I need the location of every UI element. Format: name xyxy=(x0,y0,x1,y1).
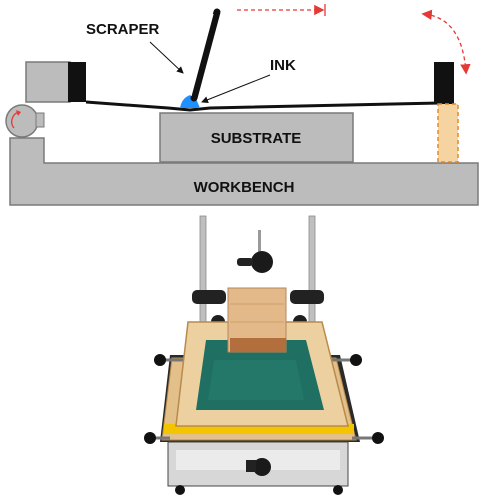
ink-pointer xyxy=(201,74,271,104)
right-handle-knob-icon xyxy=(350,354,362,366)
scraper-blade xyxy=(190,8,221,102)
left-post xyxy=(199,215,207,327)
screen-mesh xyxy=(85,100,441,112)
substrate-label: SUBSTRATE xyxy=(211,130,302,147)
hinge-wheel-icon xyxy=(5,104,45,138)
rotation-arrow-icon xyxy=(421,9,471,75)
workbench-label: WORKBENCH xyxy=(194,179,295,196)
front-knob-icon xyxy=(253,458,271,476)
right-post xyxy=(434,62,459,163)
left-handle-knob-icon xyxy=(154,354,166,366)
scraper-pointer xyxy=(149,41,184,74)
substrate xyxy=(159,112,354,163)
workbench xyxy=(9,137,479,206)
ink-label: INK xyxy=(270,57,296,74)
top-knob-icon xyxy=(251,251,273,273)
left-clamp-arm xyxy=(192,290,226,304)
screen-printer-photo xyxy=(144,215,384,495)
schematic-diagram: WORKBENCH SUBSTRATE xyxy=(5,4,479,206)
right-clamp-arm xyxy=(290,290,324,304)
squeegee-plate xyxy=(230,338,286,352)
left-clamp xyxy=(25,61,86,103)
scraper-label: SCRAPER xyxy=(86,21,160,38)
right-post-rod xyxy=(308,215,316,327)
